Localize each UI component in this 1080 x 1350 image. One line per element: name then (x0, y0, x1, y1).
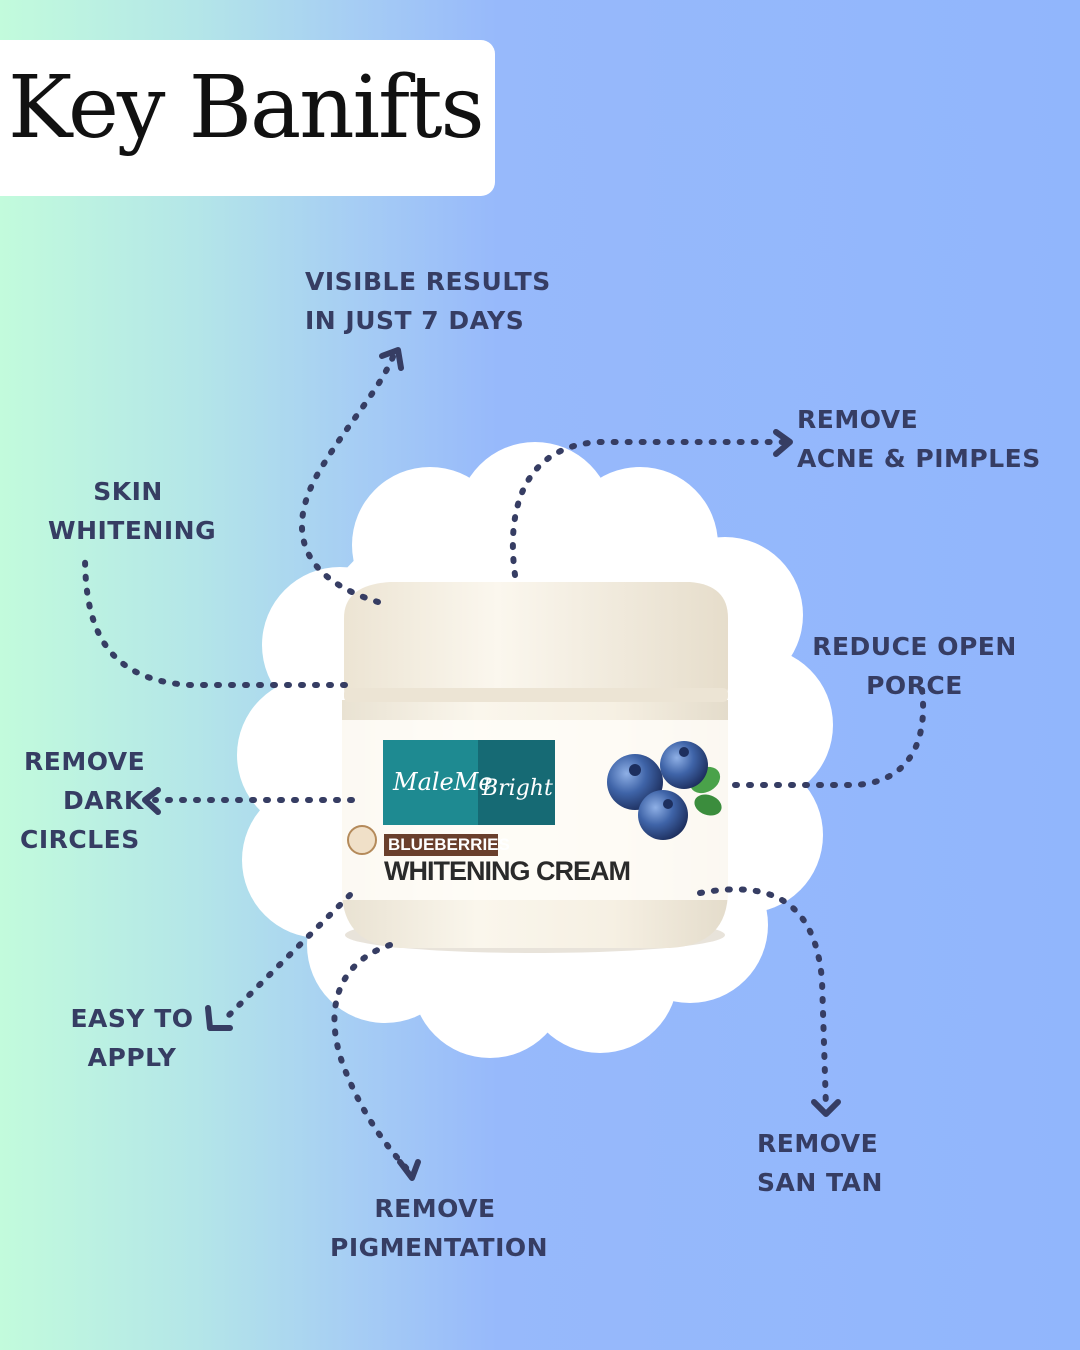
benefit-line: EASY TO (70, 1004, 194, 1033)
brand-left: MaleMe (393, 768, 493, 796)
arrow-acne (509, 439, 791, 578)
benefit-line: PORCE (866, 671, 963, 700)
arrow-easy-apply (219, 892, 353, 1025)
benefit-line: IN JUST 7 DAYS (305, 306, 525, 335)
benefit-skin-whitening: SKIN WHITENING (48, 472, 217, 550)
brand-right: Bright (482, 776, 553, 801)
benefit-line: REMOVE (757, 1129, 879, 1158)
benefit-line: PIGMENTATION (330, 1233, 549, 1262)
benefit-line: REMOVE (374, 1194, 496, 1223)
benefit-line: CIRCLES (20, 825, 140, 854)
benefit-line: VISIBLE RESULTS (305, 267, 551, 296)
benefit-easy-apply: EASY TO APPLY (70, 999, 194, 1077)
benefit-dark-circles: REMOVE DARK CIRCLES (20, 742, 150, 859)
blueberries-image (607, 741, 722, 840)
page-title: Key Banifts (8, 58, 485, 158)
benefit-line: REMOVE (24, 747, 146, 776)
benefit-remove-acne: REMOVE ACNE & PIMPLES (797, 400, 1041, 478)
benefit-line: DARK (63, 786, 144, 815)
benefit-pigmentation: REMOVE PIGMENTATION (330, 1189, 549, 1267)
arrow-reduce-pores (732, 687, 926, 788)
benefit-line: APPLY (87, 1043, 177, 1072)
arrow-heads (142, 347, 841, 1181)
benefit-visible-results: VISIBLE RESULTS IN JUST 7 DAYS (305, 262, 551, 340)
benefit-line: REDUCE OPEN (812, 632, 1017, 661)
arrow-pigmentation (331, 942, 411, 1173)
arrow-skin-whitening (82, 552, 348, 688)
benefit-san-tan: REMOVE SAN TAN (757, 1124, 883, 1202)
benefit-line: ACNE & PIMPLES (797, 444, 1041, 473)
product-name: WHITENING CREAM (384, 856, 631, 886)
benefit-line: REMOVE (797, 405, 919, 434)
benefit-line: SAN TAN (757, 1168, 883, 1197)
benefit-line: SKIN (93, 477, 163, 506)
flavor-label: BLUEBERRIES (388, 835, 510, 854)
arrows (82, 349, 926, 1173)
arrow-visible-results (299, 349, 398, 605)
arrow-san-tan (697, 886, 829, 1111)
benefit-line: WHITENING (48, 516, 217, 545)
title-card: Key Banifts (0, 40, 495, 196)
benefit-reduce-pores: REDUCE OPEN PORCE (812, 627, 1017, 705)
jar-label (347, 740, 555, 856)
